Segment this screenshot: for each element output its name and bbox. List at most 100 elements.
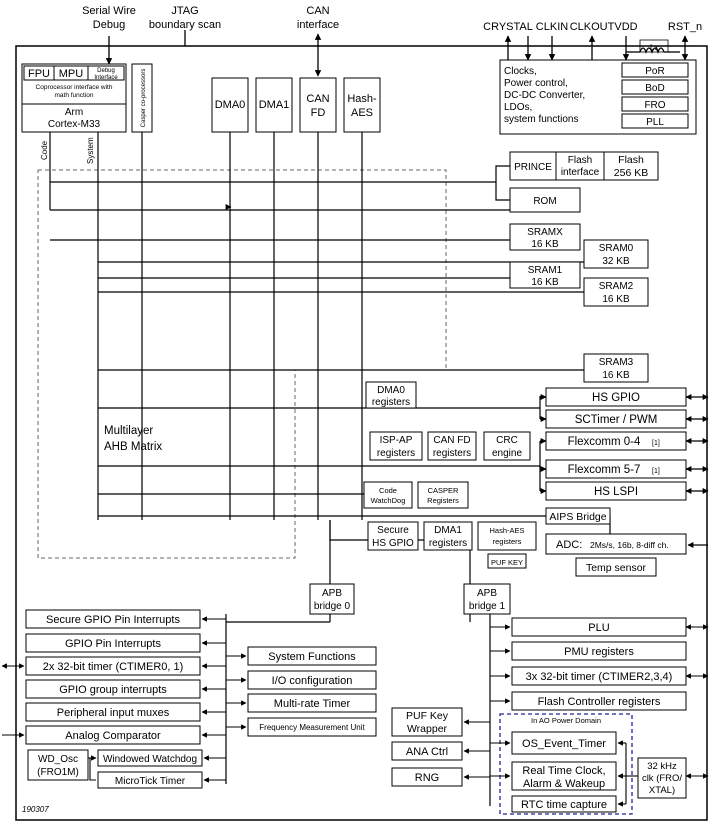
sramx-box [509,223,581,251]
flexcomm57-note: [1] [652,468,660,475]
canfd-master [299,77,337,133]
rng-label: RNG [415,772,439,784]
gpio-pin-int: GPIO Pin Interrupts [65,638,161,650]
io-configuration: I/O configuration [272,675,353,687]
apb-bridge-0 [309,583,355,615]
casper-box [131,63,153,133]
sram0-box [583,239,649,269]
wd-osc-label: WD_Osc(FRO1M) [37,754,79,778]
rom-box [509,187,581,213]
prince-label: PRINCE [514,162,552,173]
label-clkout: CLKOUT [570,21,615,33]
periph-input-mux: Peripheral input muxes [57,707,170,719]
freq-measure-unit: Frequency Measurement Unit [259,723,365,732]
aips-bridge-label: AIPS Bridge [549,511,606,523]
ao-power-domain [499,713,633,815]
prince-box [509,151,557,181]
flash-box [603,151,659,181]
pll-box [621,113,689,129]
apb0-wiring [1,616,247,783]
dma0-master [211,77,249,133]
pll-label: PLL [646,117,664,128]
bus-code-label: Code [40,140,49,160]
dma1-master-label: DMA1 [259,99,290,111]
windowed-watchdog [97,749,203,767]
fro-box [621,96,689,112]
bod-box [621,79,689,95]
fpu-label: FPU [28,68,50,80]
por-box [621,62,689,78]
debug-box [87,65,125,81]
analog-comparator: Analog Comparator [65,730,161,742]
temp-sensor [575,557,657,577]
clocks-text: Clocks, Power control, DC-DC Converter, … [504,66,588,125]
bus-system-label: System [86,137,95,164]
bus-lines [49,132,611,806]
secure-gpio-pin-int: Secure GPIO Pin Interrupts [46,614,180,626]
rtc-box [511,761,617,791]
ctimer234: 3x 32-bit timer (CTIMER2,3,4) [526,671,673,683]
inductor-box [639,39,669,53]
pmu-registers: PMU registers [564,646,634,658]
hash-master [343,77,381,133]
right-io-arrows [540,394,709,548]
apb0-left-boxes [25,609,201,745]
label-vdd: VDD [614,21,637,33]
crc-engine [483,431,531,461]
flash-ctrl-regs: Flash Controller registers [538,696,661,708]
casper-regs [417,481,469,509]
isp-ap-regs [369,431,423,461]
rng-box [391,767,463,787]
canfd-regs [427,431,477,461]
sctimer-label: SCTimer / PWM [575,414,658,426]
label-rst: RST_n [668,21,702,33]
flexcomm04-note: [1] [652,440,660,447]
ao-domain-label: In AO Power Domain [531,716,601,725]
ana-ctrl [391,741,463,761]
footer-code: 190307 [22,805,49,814]
adc-box [545,533,687,555]
puf-key-box [487,553,527,569]
gpio-group-int: GPIO group interrupts [59,684,167,696]
os-event-timer-label: OS_Event_Timer [522,738,606,750]
rtc-capture [511,795,617,813]
casper-label: Casper co-processors [141,69,147,128]
sram3-box [583,353,649,383]
bod-label: BoD [645,83,664,94]
microtick-timer [97,771,203,789]
dma0-regs [365,381,417,409]
secure-hs-gpio [367,521,419,551]
label-clkin: CLKIN [536,21,568,33]
ctimer01: 2x 32-bit timer (CTIMER0, 1) [43,661,184,673]
apb-bridge-1 [463,583,511,615]
sram2-box [583,277,649,307]
ana-ctrl-label: ANA Ctrl [406,746,448,758]
puf-key-label: PUF KEY [491,558,523,567]
fro-label: FRO [644,100,665,111]
wd-osc [27,749,89,781]
